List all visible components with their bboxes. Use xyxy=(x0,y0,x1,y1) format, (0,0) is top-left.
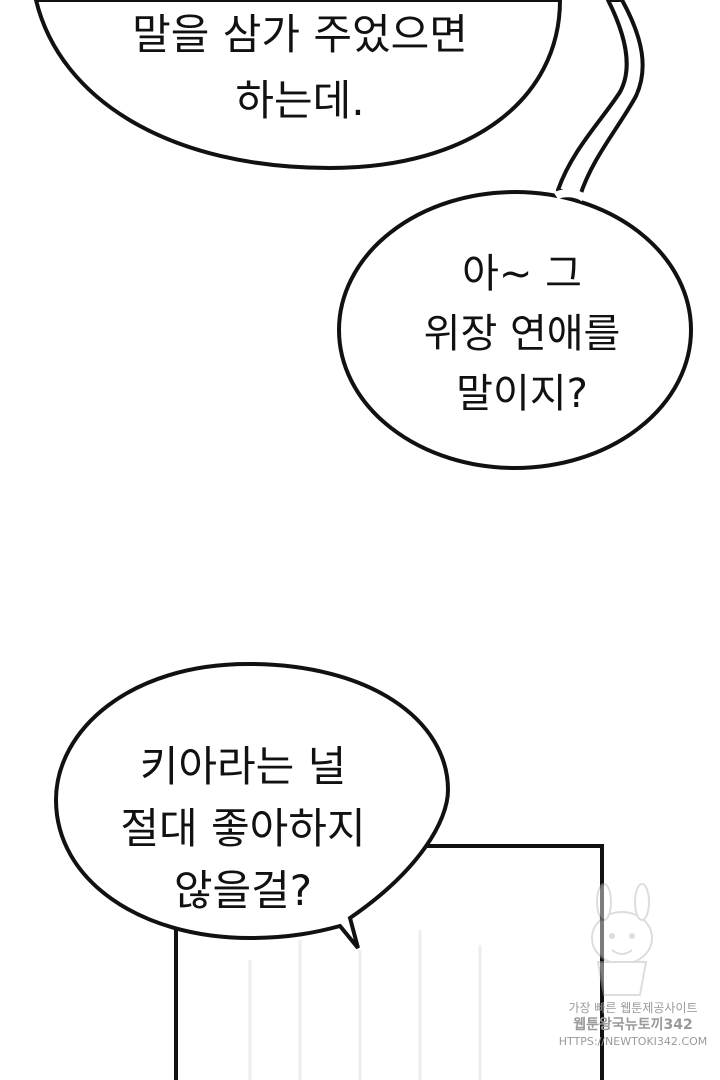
speech-bubble-bottom xyxy=(53,661,451,950)
site-watermark: 가장 빠른 웹툰제공사이트 웹툰왕국뉴토끼342 HTTPS://NEWTOKI… xyxy=(548,1000,718,1049)
speech-line: 하는데. xyxy=(235,76,365,125)
speech-bubble-middle xyxy=(337,190,693,470)
speech-bubble-top xyxy=(33,0,563,171)
speech-line: 절대 좋아하지 xyxy=(120,804,366,853)
speech-text-bottom: 키아라는 널 절대 좋아하지 않을걸? xyxy=(78,736,408,922)
watermark-site-name: 웹툰왕국뉴토끼342 xyxy=(573,1017,693,1033)
bunny-mascot-icon xyxy=(591,883,653,996)
speech-line: 않을걸? xyxy=(173,866,313,915)
speech-line: 아~ 그 xyxy=(462,251,582,297)
watermark-url: HTTPS://NEWTOKI342.COM xyxy=(558,1035,708,1048)
bubble-connector-tail xyxy=(556,0,645,198)
speech-text-middle: 아~ 그 위장 연애를 말이지? xyxy=(372,244,672,424)
art-panel-shading xyxy=(248,930,482,1080)
speech-line: 말을 삼가 주었으면 xyxy=(132,10,468,59)
speech-line: 키아라는 널 xyxy=(139,742,347,791)
speech-line: 말이지? xyxy=(456,371,588,417)
watermark-tagline: 가장 빠른 웹툰제공사이트 xyxy=(568,1001,698,1015)
speech-line: 위장 연애를 xyxy=(423,311,621,357)
speech-text-top: 말을 삼가 주었으면 하는데. xyxy=(60,2,540,134)
